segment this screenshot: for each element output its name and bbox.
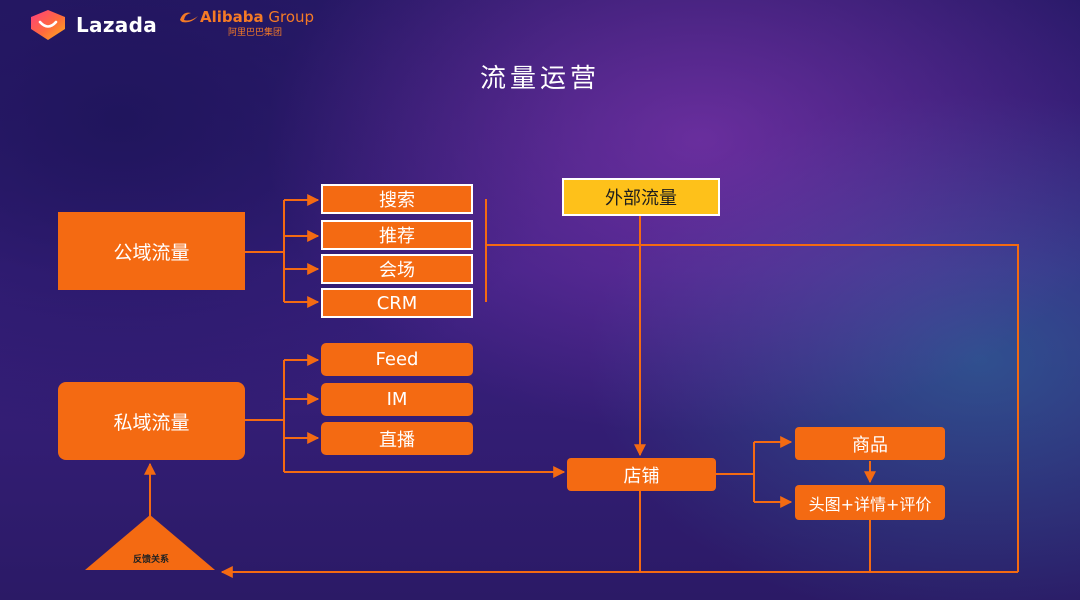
page-title: 流量运营 [479,64,600,94]
search-node: 搜索 [321,184,473,214]
alibaba-logo: Alibaba Group 阿里巴巴集团 [178,8,314,38]
recommend-node: 推荐 [321,220,473,250]
external-traffic-node: 外部流量 [562,178,720,216]
im-node: IM [321,383,473,416]
partner-cn-name: 阿里巴巴集团 [228,28,283,38]
crm-label: CRM [376,292,418,314]
crm-node: CRM [321,288,473,318]
private-traffic-label: 私域流量 [113,411,190,434]
public-traffic-label: 公域流量 [113,241,190,264]
feed-node: Feed [321,343,473,376]
venue-label: 会场 [379,260,415,281]
live-node: 直播 [321,422,473,455]
partner-group: Group [263,8,315,26]
detail-label: 头图+详情+评价 [808,494,932,514]
brand-name: Lazada [76,13,157,37]
feedback-label: 反馈关系 [132,555,169,565]
recommend-label: 推荐 [379,226,415,247]
private-traffic-node: 私域流量 [58,382,245,460]
lazada-heart-icon [31,10,65,40]
live-label: 直播 [379,429,415,451]
loop-top [486,244,1019,572]
external-traffic-label: 外部流量 [605,188,677,209]
partner-name: Alibaba [200,8,264,26]
feed-label: Feed [375,349,419,370]
product-label: 商品 [852,434,888,456]
detail-node: 头图+详情+评价 [795,485,945,520]
im-label: IM [386,389,408,410]
public-traffic-node: 公域流量 [58,212,245,290]
alibaba-swoosh-icon [180,12,198,23]
venue-node: 会场 [321,254,473,284]
feedback-triangle [85,515,215,570]
store-label: 店铺 [623,465,660,487]
lazada-logo: Lazada [28,9,157,41]
search-label: 搜索 [379,190,415,211]
product-node: 商品 [795,427,945,460]
store-node: 店铺 [567,458,716,491]
